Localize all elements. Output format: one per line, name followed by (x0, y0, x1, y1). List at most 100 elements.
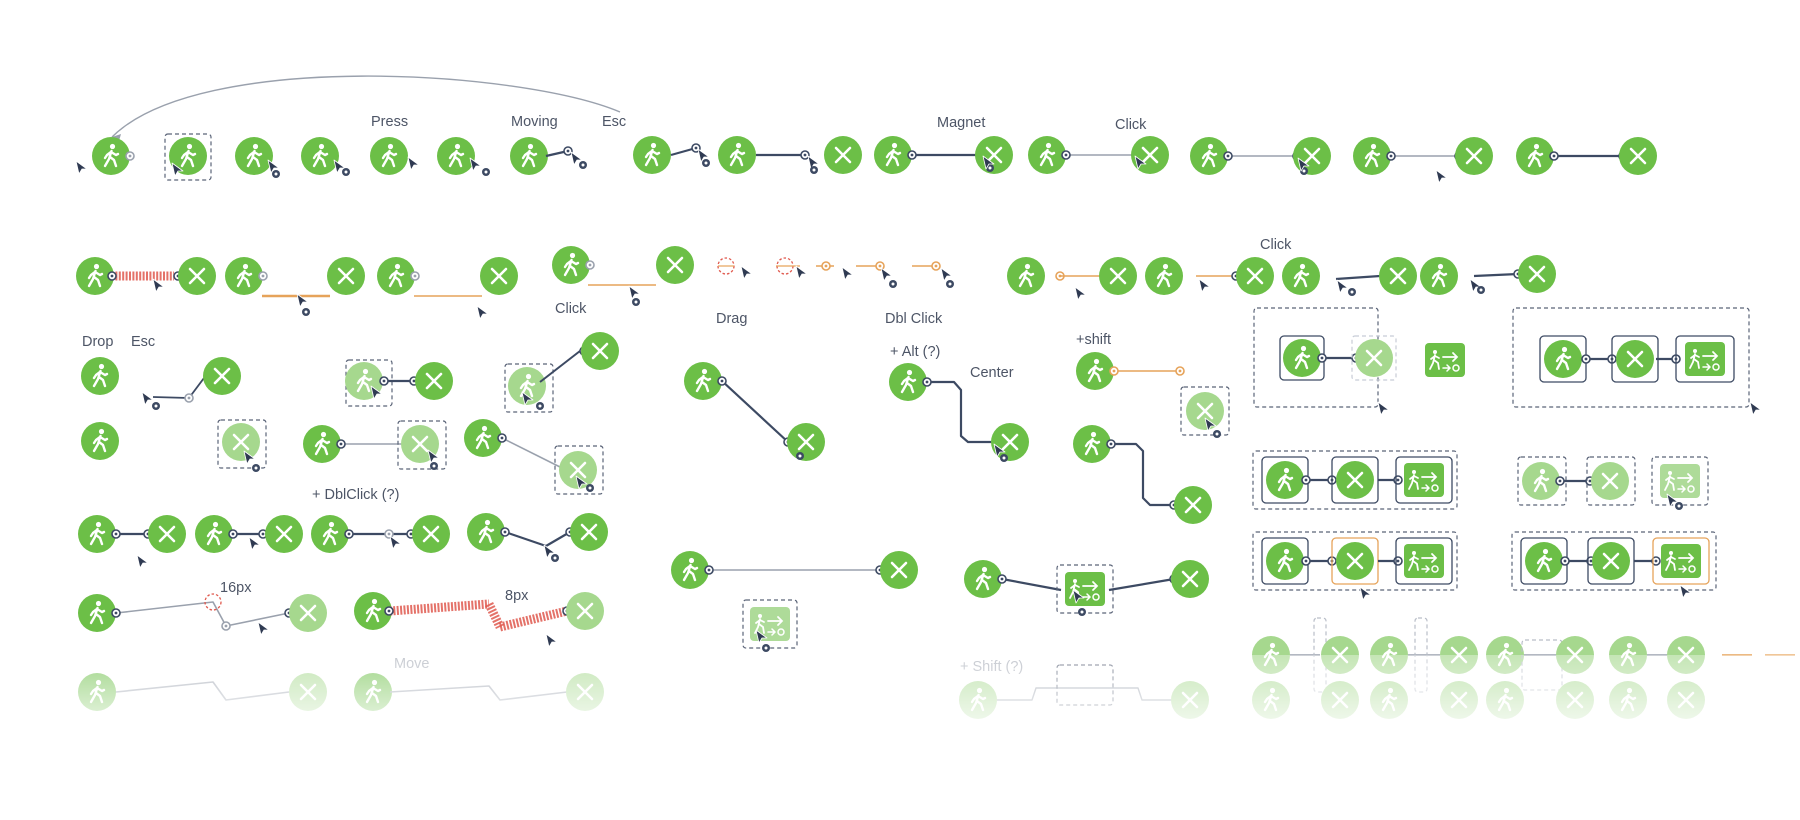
mouse-cursor-icon (136, 554, 149, 569)
modifier-badge-icon (1000, 454, 1008, 462)
exit-node (1660, 543, 1702, 579)
port-center (500, 436, 504, 440)
label-16px: 16px (220, 580, 252, 596)
port-center (261, 532, 265, 536)
exit-sign-icon (1403, 462, 1445, 498)
connector-line (115, 681, 290, 701)
modifier-badge-icon (946, 280, 954, 288)
port-center (1112, 369, 1116, 373)
modifier-badge-icon (632, 298, 640, 306)
modifier-badge-icon (579, 161, 587, 169)
modifier-badge-icon (536, 402, 544, 410)
node-frame (1652, 537, 1710, 585)
mouse-cursor-icon (841, 266, 854, 281)
exit-sign-icon (1660, 543, 1702, 579)
label-press: Press (371, 114, 408, 130)
label-click: Click (1115, 117, 1147, 133)
connector-line (927, 380, 998, 444)
port-center (803, 153, 807, 157)
mouse-cursor-icon (1198, 278, 1211, 293)
connector-line (504, 530, 571, 548)
mouse-cursor-icon (1074, 286, 1087, 301)
exit-node (1403, 462, 1445, 498)
modifier-badge-icon (586, 484, 594, 492)
mouse-cursor-icon (1435, 169, 1448, 184)
connector-line (152, 377, 205, 399)
modifier-badge-icon (551, 554, 559, 562)
exit-sign-icon (1424, 342, 1466, 378)
port-center (1226, 154, 1230, 158)
selection-box (1586, 456, 1636, 506)
mouse-cursor-icon (740, 265, 753, 280)
modifier-badge-icon (272, 170, 280, 178)
selection-box (1521, 639, 1563, 691)
exit-node (1659, 463, 1701, 499)
selection-box (1252, 531, 1458, 591)
mouse-cursor-icon (141, 391, 154, 406)
modifier-badge-icon (252, 464, 260, 472)
port-center (1304, 559, 1308, 563)
exit-node (1064, 571, 1106, 607)
port-center (1178, 369, 1182, 373)
port-center (1000, 577, 1004, 581)
port-center (1396, 559, 1400, 563)
port-center (1589, 559, 1593, 563)
port-center (910, 153, 914, 157)
mouse-cursor-icon (469, 157, 482, 172)
port-center (387, 609, 391, 613)
mouse-cursor-icon (248, 536, 261, 551)
label-esc-mid: Esc (131, 334, 155, 350)
return-arc (111, 75, 621, 138)
label-8px: 8px (505, 588, 529, 604)
node-frame (1395, 456, 1453, 504)
port-center (1552, 154, 1556, 158)
selection-box (164, 133, 212, 181)
port-center (409, 532, 413, 536)
port-center (566, 149, 570, 153)
label-shift-q: + Shift (?) (960, 659, 1023, 675)
port-center (224, 624, 228, 628)
port-center (413, 274, 417, 278)
mouse-cursor-icon (628, 285, 641, 300)
connector-line (1335, 274, 1381, 281)
mouse-cursor-icon (75, 160, 88, 175)
mouse-cursor-icon (152, 278, 165, 293)
modifier-badge-icon (482, 168, 490, 176)
modifier-badge-icon (1675, 502, 1683, 510)
port-center (1109, 442, 1113, 446)
node-frame (1395, 537, 1453, 585)
port-center (1064, 153, 1068, 157)
label-drop: Drop (82, 334, 113, 350)
port-center (387, 532, 391, 536)
selection-box (1511, 531, 1717, 591)
label-dblclick-q: + DblClick (?) (312, 487, 399, 503)
modifier-badge-icon (796, 452, 804, 460)
modifier-badge-icon (1477, 286, 1485, 294)
selection-box (1252, 450, 1458, 510)
port-center (128, 154, 132, 158)
row-2-line-styles: Click Click (555, 237, 1292, 317)
port-center (1563, 559, 1567, 563)
port-center (707, 568, 711, 572)
selection-box (1056, 664, 1114, 706)
connector-line (501, 437, 567, 471)
selection-box (1180, 386, 1230, 436)
label-click-mid: Click (555, 301, 587, 317)
mouse-cursor-icon (795, 265, 808, 280)
connector-line (389, 685, 568, 701)
connector-line (721, 380, 789, 443)
connector-line (1108, 577, 1175, 592)
label-esc: Esc (602, 114, 626, 130)
exit-sign-icon (1064, 571, 1106, 607)
exit-node (1684, 341, 1726, 377)
exit-sign-icon (1684, 341, 1726, 377)
port-center (1558, 479, 1562, 483)
selection-box (217, 419, 267, 469)
modifier-badge-icon (430, 462, 438, 470)
label-click-right: Click (1260, 237, 1292, 253)
port-center (187, 396, 191, 400)
mouse-cursor-icon (1679, 584, 1692, 599)
mouse-cursor-icon (1359, 586, 1372, 601)
mouse-cursor-icon (257, 621, 270, 636)
